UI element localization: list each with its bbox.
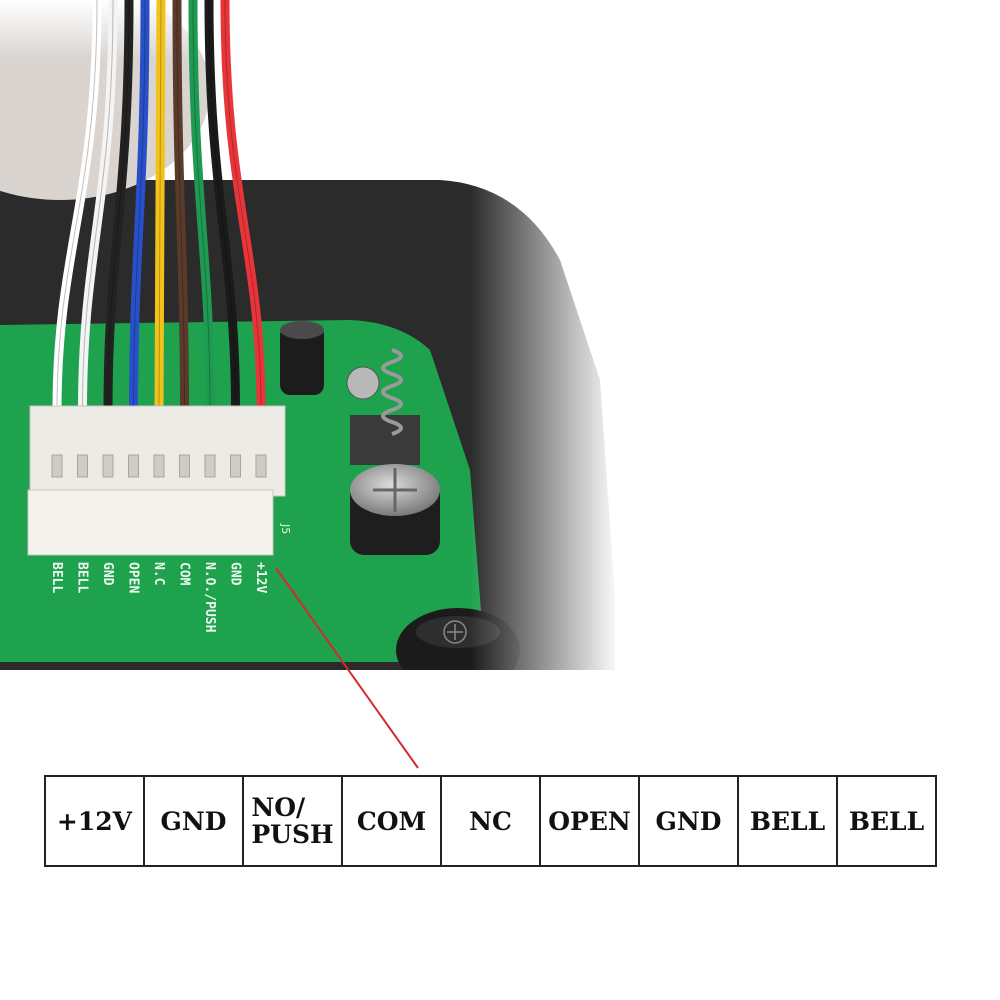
pin-cell-4: COM <box>341 775 442 867</box>
pin-label: GND <box>655 806 722 836</box>
pin-label: NC <box>469 806 512 836</box>
pin-label: NO/ PUSH <box>251 793 334 849</box>
pin-cell-3: NO/ PUSH <box>242 775 343 867</box>
pin-label: BELL <box>848 806 925 836</box>
silk-label: N.O./PUSH <box>202 562 217 632</box>
wire <box>172 0 189 411</box>
connector-pin <box>230 454 241 478</box>
pin-label: GND <box>160 806 227 836</box>
pin-label: BELL <box>749 806 826 836</box>
capacitor-icon <box>280 321 324 395</box>
pcb-photo: J5 +12V GND N.O./PUSH COM N.C OPEN GND BELL BELL <box>0 0 1000 670</box>
pin-label: +12V <box>56 806 133 836</box>
pin-cell-8: BELL <box>737 775 838 867</box>
connector-pin <box>153 454 165 478</box>
wire <box>52 0 102 411</box>
wire-bundle <box>52 0 266 411</box>
pin-cell-9: BELL <box>836 775 937 867</box>
pin-cell-7: GND <box>638 775 739 867</box>
silk-label: OPEN <box>126 562 141 593</box>
silk-label: GND <box>100 562 115 586</box>
silk-label: COM <box>177 562 192 586</box>
spring-switch-icon <box>346 348 420 465</box>
silk-label: GND <box>228 562 243 586</box>
connector-pins <box>51 454 267 478</box>
pin-cell-1: +12V <box>44 775 145 867</box>
pinout-table: +12V GND NO/ PUSH COM NC OPEN GND BELL B… <box>44 775 937 867</box>
silk-label: +12V <box>253 562 268 593</box>
pin-label: COM <box>356 806 427 836</box>
connector-pin <box>102 454 114 478</box>
pin-cell-5: NC <box>440 775 541 867</box>
pin-cell-2: GND <box>143 775 244 867</box>
wire <box>78 0 118 411</box>
connector-pin <box>179 454 190 478</box>
wire <box>204 0 240 411</box>
wire <box>220 0 266 411</box>
silkscreen-labels: +12V GND N.O./PUSH COM N.C OPEN GND BELL BELL <box>49 562 268 632</box>
wire <box>188 0 215 411</box>
pin-label: OPEN <box>548 806 631 836</box>
connector-pin <box>128 454 139 478</box>
capacitor-icon <box>350 464 440 555</box>
connector-pin <box>77 454 88 478</box>
wire <box>129 0 150 411</box>
connector-pin <box>51 454 63 478</box>
silk-label: BELL <box>75 562 90 593</box>
wire <box>103 0 134 411</box>
pinout-row: +12V GND NO/ PUSH COM NC OPEN GND BELL B… <box>44 775 937 867</box>
connector-ref: J5 <box>279 523 292 534</box>
silk-label: N.C <box>151 562 166 585</box>
connector-pin <box>255 454 267 478</box>
connector-base <box>27 489 274 556</box>
pin-cell-6: OPEN <box>539 775 640 867</box>
wire <box>154 0 166 411</box>
connector-pin <box>204 454 216 478</box>
silk-label: BELL <box>49 562 64 593</box>
